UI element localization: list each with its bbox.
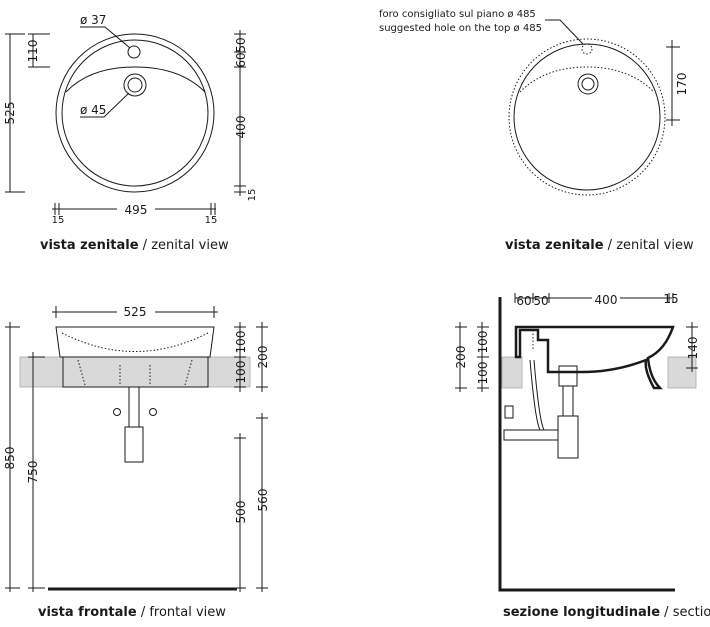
caption-top-view: vista zenitale / zenital view [40,238,229,253]
dimension-line [5,33,50,193]
dim-label: 60 [516,294,531,308]
dimension-line [5,322,45,592]
drain-outer [577,73,599,95]
drain-inner [127,77,143,93]
hole-diameter-label: ø 37 [80,13,106,27]
dim-label: 50 [533,294,548,308]
section-view: 60 50 400 15 200 100 100 140 sezione lon… [454,292,710,620]
dim-label: 100 [476,362,490,385]
dim-label: 100 [234,361,248,384]
tap-hole-suggested [581,43,593,55]
dim-label: 15 [52,215,65,226]
waste-pipe [503,429,559,441]
dimension-line [686,322,698,372]
leader-line [80,92,130,118]
dim-label: 525 [3,102,17,125]
leader-line [545,19,584,45]
dim-label: 110 [26,40,40,63]
dim-label: 525 [124,305,147,319]
dim-label: 200 [454,346,468,369]
valve-right [149,408,157,416]
bowl-edge-hidden [519,66,655,93]
drain-inner [581,77,595,91]
dimension-line [234,413,268,592]
dim-label: 60 [234,52,248,67]
countertop-left [501,356,523,389]
supply-hose [529,359,545,431]
dim-label: 100 [476,331,490,354]
dim-label: 750 [26,461,40,484]
dim-label: 170 [675,73,689,96]
caption-front-view: vista frontale / frontal view [38,605,226,620]
suggested-hole-outline [508,38,666,196]
note-italian: foro consigliato sul piano ø 485 [379,9,536,20]
dim-label: 400 [234,116,248,139]
dim-label: 140 [686,337,700,360]
dim-label: 15 [247,189,258,202]
leader-line [80,26,131,49]
dim-label: 50 [234,37,248,52]
dim-label: 15 [205,215,218,226]
drain-pipe [128,386,140,428]
valve-left [113,408,121,416]
dim-label: 200 [256,346,270,369]
basin-outer-rim [55,33,215,193]
drain-diameter-label: ø 45 [80,103,106,117]
dimension-line [234,322,268,392]
basin-rim [513,43,661,191]
dimension-line [666,40,680,126]
basin-body [55,326,215,358]
siphon [557,415,579,459]
dim-label: 100 [234,331,248,354]
countertop [19,356,251,388]
wall-and-floor [498,297,675,592]
drain-outer [123,73,147,97]
top-view-right: foro consigliato sul piano ø 485 suggest… [379,9,694,253]
dim-label: 500 [234,501,248,524]
front-view: 525 850 750 100 100 200 500 560 vista fr… [3,305,270,620]
note-english: suggested hole on the top ø 485 [379,23,542,34]
dim-label: 400 [595,293,618,307]
tap-hole [127,45,141,59]
caption-section-view: sezione longitudinale / section [503,605,710,620]
dimension-line [234,30,246,196]
angle-valve [504,405,514,419]
dim-label: 560 [256,489,270,512]
drain-pipe [562,385,574,417]
dim-label: 850 [3,447,17,470]
top-view-left: ø 37 ø 45 525 110 50 60 400 15 495 15 15… [3,13,258,253]
countertop-right [667,356,697,389]
siphon [124,426,144,463]
dimension-line [455,322,489,392]
basin-section [514,325,675,390]
basin-inner-rim [61,39,209,187]
dim-label: 15 [663,292,678,306]
basin-bowl-edge [65,66,206,93]
dim-label: 495 [125,203,148,217]
caption-top-view: vista zenitale / zenital view [505,238,694,253]
